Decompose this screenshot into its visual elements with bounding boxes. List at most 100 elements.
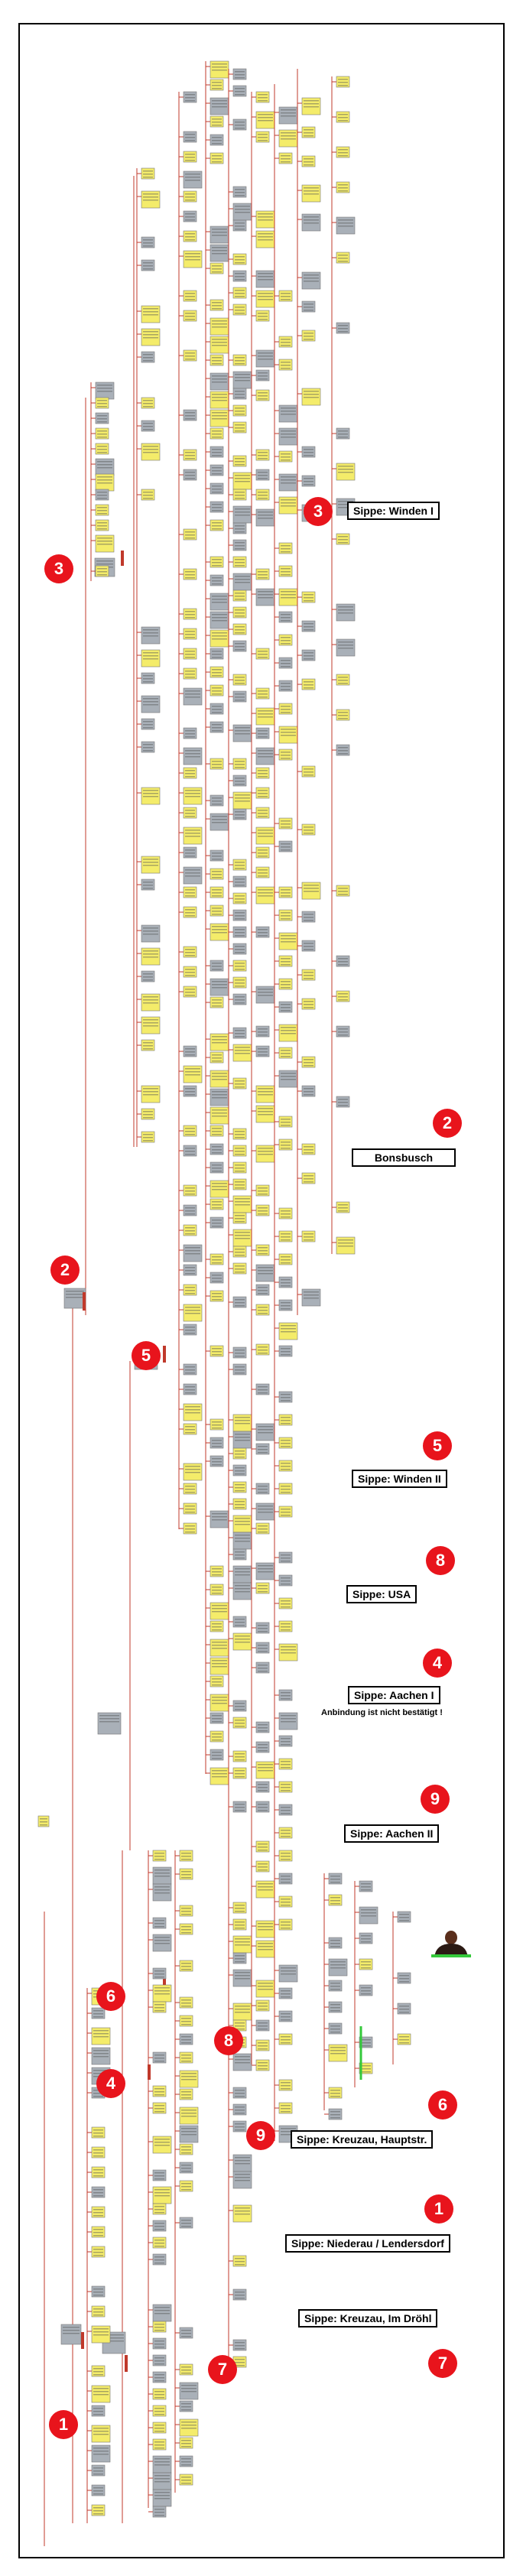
person-box-text-line bbox=[235, 461, 245, 462]
person-box-text-line bbox=[235, 2348, 245, 2349]
person-box-text-line bbox=[235, 1941, 250, 1942]
person-box-text-line bbox=[212, 1201, 222, 1202]
person-box-text-line bbox=[281, 1996, 291, 1997]
person-box-text-line bbox=[338, 993, 348, 994]
person-box-text-line bbox=[235, 1198, 250, 1199]
person-box-text-line bbox=[185, 869, 200, 870]
person-box-text-line bbox=[281, 2082, 291, 2083]
person-box-text-line bbox=[143, 953, 158, 954]
person-box-text-line bbox=[330, 2053, 346, 2054]
person-box-text-line bbox=[181, 2094, 191, 2095]
person-box-text-line bbox=[258, 591, 273, 592]
person-box-text-line bbox=[93, 2152, 103, 2153]
person-box-text-line bbox=[338, 328, 348, 329]
person-box-text-line bbox=[143, 360, 153, 361]
person-box-text-line bbox=[235, 1053, 250, 1054]
person-box-text-line bbox=[212, 155, 222, 156]
person-box-text-line bbox=[185, 256, 200, 257]
person-box-text-line bbox=[258, 730, 268, 731]
person-box-text-line bbox=[185, 975, 195, 976]
person-box-text-line bbox=[212, 137, 222, 138]
badge-2-tree: 2 bbox=[50, 1256, 80, 1285]
person-box-text-line bbox=[235, 952, 245, 953]
person-box-text-line bbox=[258, 895, 273, 896]
person-box-text-line bbox=[212, 1513, 227, 1514]
person-box-text-line bbox=[235, 1551, 245, 1552]
person-box-text-line bbox=[338, 1204, 348, 1205]
person-box-text-line bbox=[281, 1125, 291, 1126]
person-box-text-line bbox=[154, 2414, 164, 2415]
person-box-text-line bbox=[258, 100, 268, 101]
person-box-text-line bbox=[185, 750, 200, 751]
person-box-text-line bbox=[154, 2105, 164, 2106]
person-box-text-line bbox=[281, 1859, 291, 1860]
person-box-text-line bbox=[212, 602, 227, 603]
person-box-text-line bbox=[235, 1518, 250, 1519]
person-box-text-line bbox=[258, 213, 273, 214]
person-box-text-line bbox=[154, 2408, 164, 2409]
person-box-text-line bbox=[185, 816, 195, 817]
person-box-text-line bbox=[338, 430, 348, 431]
person-box-text-line bbox=[258, 776, 268, 777]
person-box-text-line bbox=[330, 2114, 340, 2115]
person-box-text-line bbox=[281, 299, 291, 300]
person-box-text-line bbox=[181, 2446, 191, 2447]
person-box-text-line bbox=[235, 548, 245, 549]
person-box-text-line bbox=[304, 658, 313, 659]
person-box-text-line bbox=[181, 2076, 197, 2077]
person-box-text-line bbox=[212, 320, 227, 321]
person-box-text-line bbox=[258, 1767, 273, 1768]
person-box-text-line bbox=[143, 357, 153, 358]
person-box-text-line bbox=[258, 395, 268, 396]
person-box-text-line bbox=[154, 1940, 170, 1941]
person-box-text-line bbox=[235, 209, 250, 210]
person-box-text-line bbox=[281, 689, 291, 690]
person-box-text-line bbox=[281, 158, 291, 159]
person-box-text-line bbox=[185, 1207, 195, 1208]
person-box-text-line bbox=[235, 929, 245, 930]
person-box-text-line bbox=[185, 100, 195, 101]
person-box-text-line bbox=[235, 1810, 245, 1811]
person-box-text-line bbox=[154, 2108, 164, 2109]
person-box-text-line bbox=[281, 2016, 291, 2017]
person-box-text-line bbox=[143, 1025, 158, 1026]
badge-1-tree: 1 bbox=[49, 2410, 78, 2439]
person-box-text-line bbox=[304, 103, 319, 104]
person-box-text-line bbox=[97, 421, 107, 422]
person-box-text-line bbox=[154, 2313, 170, 2314]
person-box-text-line bbox=[93, 2175, 103, 2176]
person-box-text-line bbox=[281, 591, 296, 592]
person-box-text-line bbox=[143, 265, 153, 266]
person-box-text-line bbox=[185, 872, 200, 873]
person-box-text-line bbox=[258, 1287, 268, 1288]
person-box-text-line bbox=[97, 400, 107, 401]
person-box-text-line bbox=[212, 1666, 227, 1667]
person-box-text-line bbox=[235, 979, 245, 980]
person-box-text-line bbox=[235, 2342, 245, 2343]
person-box-text-line bbox=[185, 634, 195, 635]
person-box-text-line bbox=[338, 117, 348, 118]
person-box-text-line bbox=[258, 1869, 268, 1870]
person-box-text-line bbox=[185, 1210, 195, 1211]
person-box-text-line bbox=[212, 819, 227, 820]
person-box-text-line bbox=[338, 1031, 348, 1032]
person-box-text-line bbox=[258, 571, 268, 572]
person-box-text-line bbox=[258, 869, 268, 870]
person-box-text-line bbox=[235, 565, 245, 566]
person-box-text-line bbox=[258, 1866, 268, 1867]
person-box-text-line bbox=[258, 872, 268, 873]
person-box-text-line bbox=[258, 1625, 268, 1626]
person-box-text-line bbox=[235, 1235, 250, 1236]
person-box-text-line bbox=[258, 932, 268, 933]
person-box-text-line bbox=[185, 157, 195, 158]
person-box-text-line bbox=[281, 1577, 291, 1578]
person-box-text-line bbox=[93, 2507, 103, 2508]
person-box-text-line bbox=[181, 2149, 191, 2150]
person-box-text-line bbox=[338, 894, 348, 895]
person-box-text-line bbox=[93, 2467, 103, 2468]
person-box-text-line bbox=[212, 1131, 222, 1132]
person-box-text-line bbox=[258, 1250, 268, 1251]
person-box-text-line bbox=[235, 195, 245, 196]
person-box-text-line bbox=[281, 1721, 296, 1722]
person-box-text-line bbox=[235, 794, 250, 795]
